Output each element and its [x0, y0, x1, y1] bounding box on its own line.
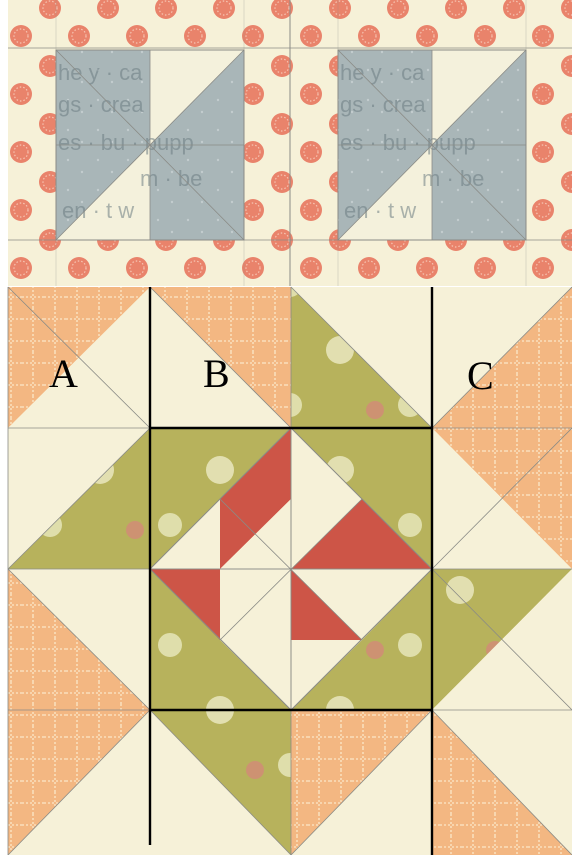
print-text-line-1: he y · ca: [340, 60, 425, 85]
pinwheel-right: he y · ca gs · crea es · bu · pupp m · b…: [338, 50, 526, 240]
print-text-line-5: en · t w: [62, 198, 134, 223]
print-text-line-3: es · bu · pupp: [340, 130, 476, 155]
print-text-line-1: he y · ca: [58, 60, 143, 85]
print-text-line-3: es · bu · pupp: [58, 130, 194, 155]
print-text-line-4: m · be: [422, 166, 484, 191]
print-text-line-4: m · be: [140, 166, 202, 191]
section-label-b: B: [203, 354, 230, 394]
section-label-a: A: [49, 354, 78, 394]
print-text-line-5: en · t w: [344, 198, 416, 223]
section-label-c: C: [467, 356, 494, 396]
pinwheel-left: he y · ca gs · crea es · bu · pupp m · b…: [56, 50, 244, 240]
top-pinwheel-blocks: he y · ca gs · crea es · bu · pupp m · b…: [8, 0, 572, 286]
